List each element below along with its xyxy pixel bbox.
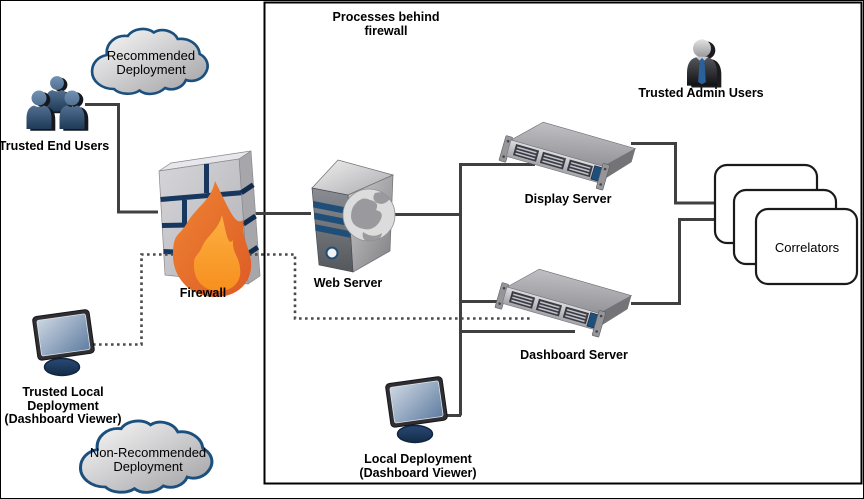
web-server-icon (311, 159, 396, 273)
trusted-end-users-icon (26, 76, 89, 131)
trusted-local-monitor-icon (31, 308, 96, 377)
connector-users-firewall (85, 103, 158, 214)
tie-icon (698, 58, 706, 85)
correlator-card-front (754, 207, 859, 286)
power-button (325, 246, 339, 260)
recommended-cloud-icon (90, 27, 209, 96)
connector-dashboard-correlators (631, 218, 717, 305)
correlators-icon (713, 163, 859, 286)
connector-display-correlators (631, 142, 717, 205)
globe-icon (342, 188, 396, 242)
flame-icon (172, 181, 252, 297)
non-recommended-cloud-icon (78, 419, 214, 494)
trusted-admin-user-icon (687, 39, 722, 88)
server-stripes (313, 201, 351, 238)
